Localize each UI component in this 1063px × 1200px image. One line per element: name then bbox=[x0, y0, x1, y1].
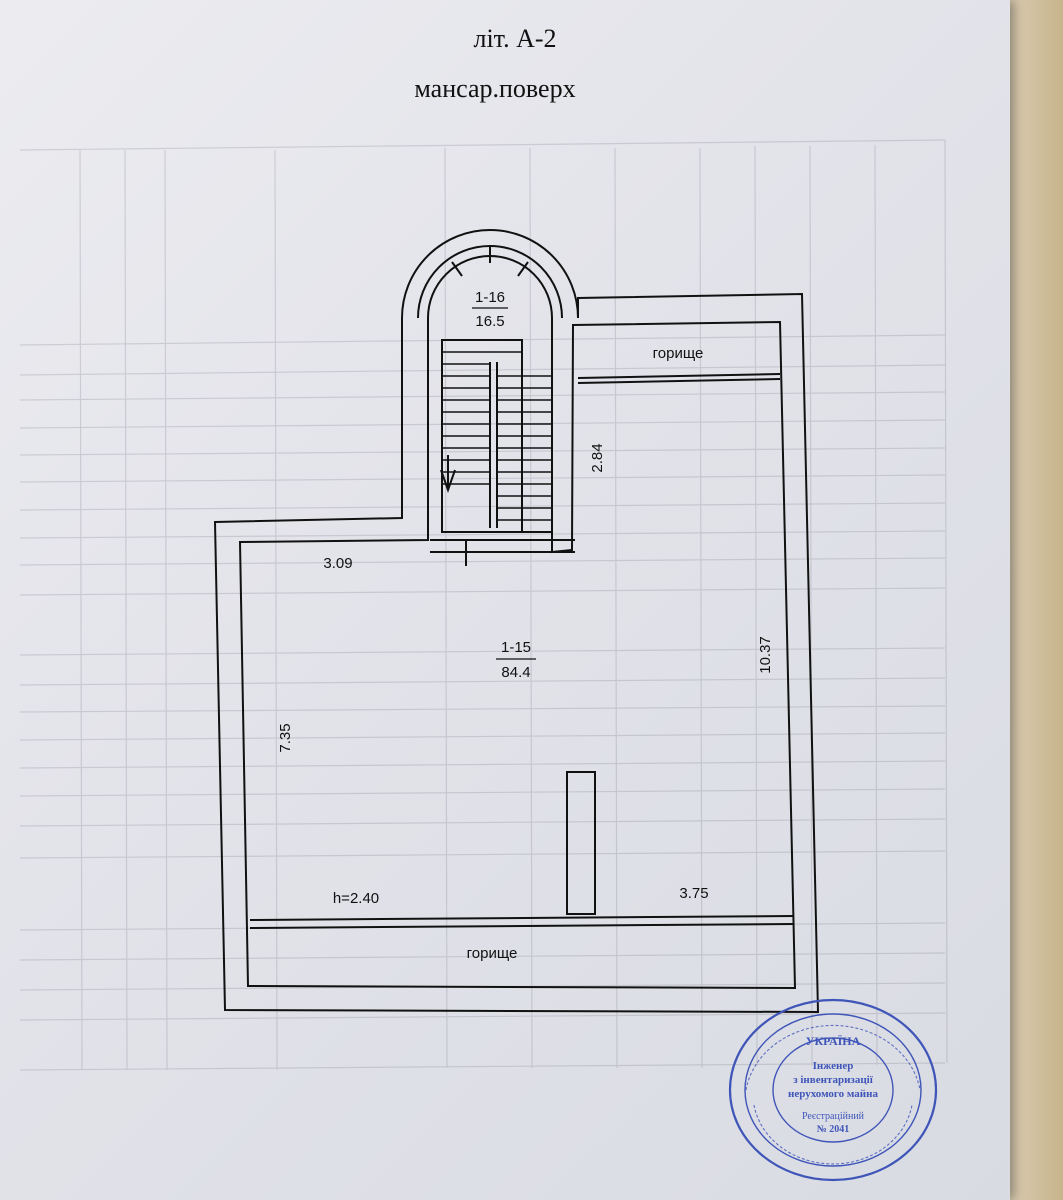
dimension-bottom-width: 3.75 bbox=[679, 885, 708, 902]
ceiling-height: h=2.40 bbox=[333, 890, 379, 907]
seal-ring-lettering bbox=[745, 1024, 921, 1165]
seal-reg-label: Реєстраційний bbox=[802, 1111, 865, 1122]
room-1-15-id: 1-15 bbox=[501, 639, 531, 656]
seal-reg-number: № 2041 bbox=[817, 1124, 850, 1135]
adjacent-page-edge bbox=[1010, 0, 1063, 1200]
seal-country: УКРАЇНА bbox=[806, 1034, 861, 1048]
room-1-16-id: 1-16 bbox=[475, 289, 505, 306]
floor-plan: 1-16 16.5 1-15 84.4 горище горище 2.84 3… bbox=[213, 229, 820, 1014]
chimney-column bbox=[566, 771, 596, 915]
floor-label: мансар.поверх bbox=[414, 74, 576, 103]
attic-bottom-label: горище bbox=[467, 945, 518, 962]
seal-role-3: нерухомого майна bbox=[788, 1088, 878, 1100]
seal-role-1: Інженер bbox=[813, 1060, 854, 1072]
seal-role-2: з інвентаризації bbox=[793, 1074, 874, 1086]
document-title: літ. А-2 bbox=[473, 24, 557, 53]
dimension-left-side: 7.35 bbox=[277, 723, 294, 752]
attic-bottom-partition bbox=[249, 915, 795, 921]
engineer-seal: УКРАЇНА Інженер з інвентаризації нерухом… bbox=[728, 998, 938, 1182]
outer-wall bbox=[213, 229, 820, 1014]
stair-treads bbox=[442, 351, 552, 521]
dimension-right-side: 10.37 bbox=[757, 636, 774, 674]
dimension-top-left-width: 3.09 bbox=[323, 555, 352, 572]
inner-wall bbox=[238, 255, 797, 990]
room-1-15-area: 84.4 bbox=[501, 664, 530, 681]
dimension-stair-height: 2.84 bbox=[589, 443, 606, 472]
stair-arc-outer bbox=[417, 245, 563, 319]
attic-top-label: горище bbox=[653, 345, 704, 362]
room-1-16-area: 16.5 bbox=[475, 313, 504, 330]
attic-top-partition bbox=[577, 373, 781, 379]
